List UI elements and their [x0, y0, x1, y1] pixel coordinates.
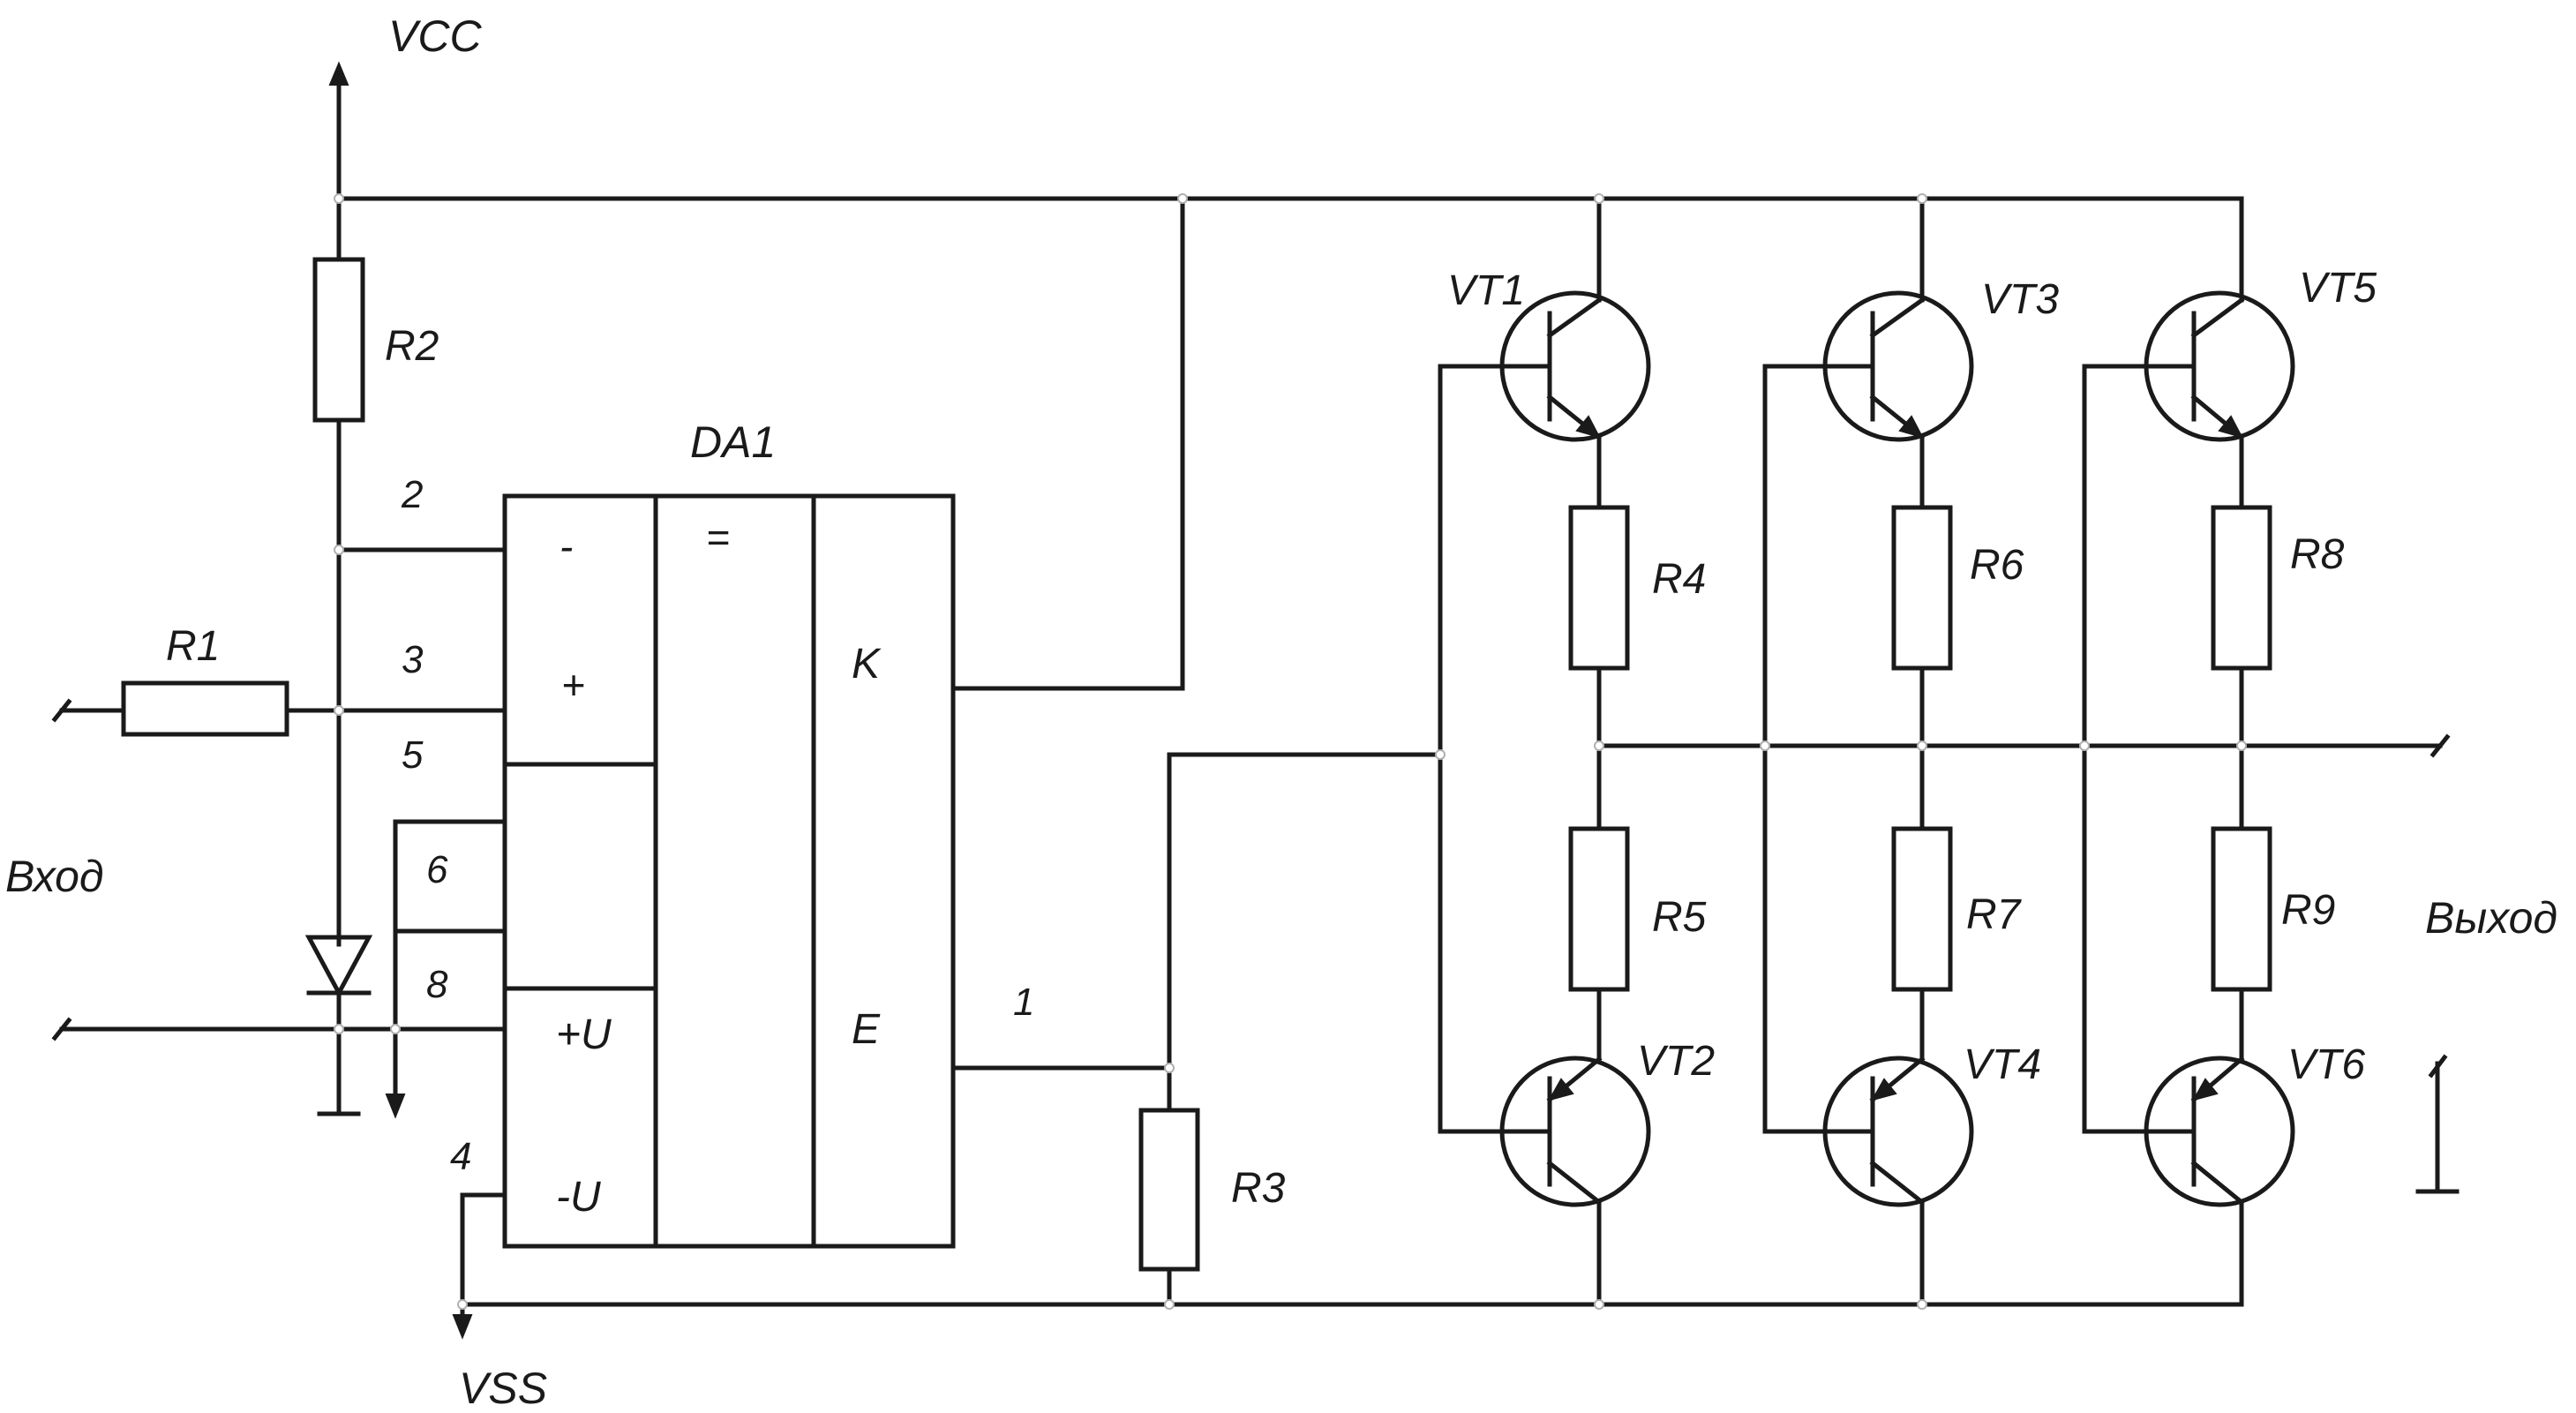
- da1-label: DA1: [690, 417, 776, 467]
- vt5-label: VT5: [2299, 265, 2377, 312]
- r1-resistor: [51, 680, 507, 737]
- labels: VCC VSS Вход Выход DA1 R1 R2 R3 R4 R5 R6…: [5, 11, 2557, 1413]
- chip-k-label: K: [852, 641, 882, 688]
- r2-label: R2: [385, 323, 439, 370]
- diode: [304, 935, 373, 1116]
- r1-label: R1: [166, 623, 220, 670]
- pins-6-8-bracket: [385, 819, 507, 1119]
- vt1-label: VT1: [1447, 267, 1525, 314]
- output-ground-symbol: [2415, 1054, 2460, 1194]
- chip-plus-label: +: [561, 662, 585, 708]
- vt6-label: VT6: [2287, 1041, 2365, 1088]
- vss-rail: [452, 1192, 2244, 1340]
- output-bus: [1596, 733, 2451, 758]
- junction-dots: [334, 193, 2247, 1310]
- chip-eq-label: =: [706, 515, 730, 560]
- chip-minus-label: -: [560, 523, 573, 569]
- r4-label: R4: [1652, 556, 1706, 603]
- vcc-label: VCC: [388, 11, 482, 61]
- pin-3-label: 3: [402, 638, 424, 681]
- vcc-rail: [328, 61, 2244, 201]
- r3-resistor: [1138, 1108, 1200, 1307]
- vt3-label: VT3: [1981, 276, 2059, 323]
- k-output-wire: [950, 196, 1185, 691]
- pin-4-label: 4: [450, 1135, 471, 1178]
- chip-e-label: E: [852, 1006, 881, 1053]
- column-3: [2082, 196, 2295, 1307]
- column-2: [1762, 196, 1974, 1307]
- pin-8-label: 8: [426, 963, 448, 1006]
- output-label: Выход: [2425, 893, 2557, 943]
- r2-resistor: [312, 196, 365, 947]
- input-label: Вход: [5, 852, 104, 901]
- vt4-label: VT4: [1964, 1041, 2041, 1088]
- pin-1-label: 1: [1013, 981, 1034, 1024]
- r5-label: R5: [1652, 894, 1707, 941]
- r7-label: R7: [1966, 891, 2023, 938]
- chip-plus-u-label: +U: [556, 1011, 612, 1058]
- input-lower-wire: [51, 1017, 507, 1041]
- r3-label: R3: [1231, 1165, 1286, 1212]
- chip-minus-u-label: -U: [556, 1174, 601, 1221]
- r6-label: R6: [1970, 542, 2024, 589]
- r8-label: R8: [2290, 531, 2345, 578]
- da1-chip: [502, 493, 956, 1249]
- vss-label: VSS: [459, 1364, 547, 1413]
- column-1: [1438, 196, 1651, 1307]
- r9-label: R9: [2281, 887, 2335, 934]
- e-output-wire: [950, 752, 1443, 1113]
- pin-2-label: 2: [401, 473, 423, 516]
- pin-5-label: 5: [402, 733, 424, 777]
- pin-6-label: 6: [426, 848, 448, 891]
- vt2-label: VT2: [1637, 1038, 1715, 1085]
